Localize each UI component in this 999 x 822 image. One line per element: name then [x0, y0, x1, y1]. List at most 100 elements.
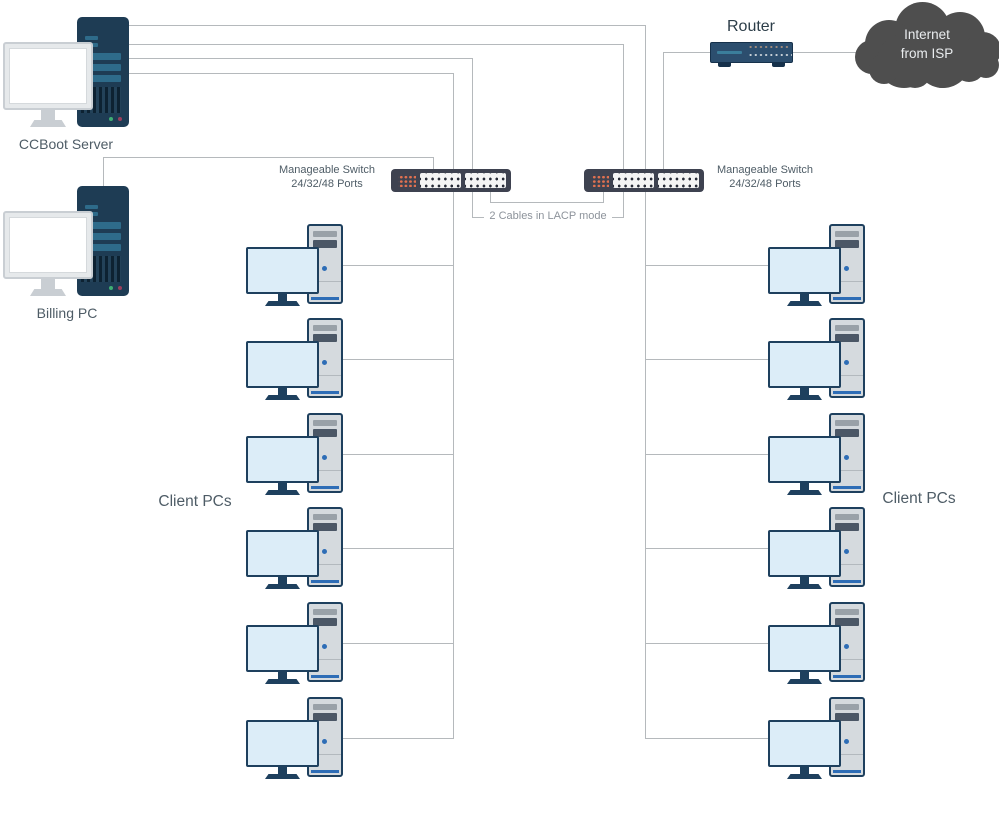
pc-monitor — [768, 720, 841, 767]
pc-stand-neck — [800, 577, 809, 584]
pc-stand-base — [265, 584, 300, 589]
pc-drive-bay — [835, 713, 859, 721]
pc-bottom-strip — [833, 770, 861, 773]
pc-monitor — [246, 436, 319, 483]
server-monitor — [3, 42, 93, 110]
pc-power-led — [844, 266, 849, 271]
pc-monitor — [246, 530, 319, 577]
billing-pc-label: Billing PC — [36, 305, 98, 321]
manageable-switch-right — [584, 169, 704, 192]
pc-panel-line — [831, 754, 863, 755]
client-pc-left — [246, 602, 366, 686]
ccboot-server — [3, 17, 133, 132]
client-drop-cable — [645, 454, 769, 455]
pc-drive-bay — [835, 325, 859, 331]
pc-drive-bay — [835, 514, 859, 520]
billing-cable — [433, 157, 434, 171]
pc-drive-bay — [835, 609, 859, 615]
router-switch-cable — [663, 52, 710, 53]
server-drive-bay — [85, 53, 121, 60]
client-pc-left — [246, 697, 366, 781]
pc-stand-base — [265, 301, 300, 306]
switch-port-bank — [658, 173, 699, 188]
pc-panel-line — [309, 375, 341, 376]
server-uplink-4 — [129, 73, 453, 74]
pc-panel-line — [309, 564, 341, 565]
router-foot — [718, 62, 731, 67]
server-stand-neck — [41, 279, 55, 289]
pc-stand-neck — [800, 672, 809, 679]
pc-panel-line — [309, 659, 341, 660]
pc-drive-bay — [835, 429, 859, 437]
lacp-cable-1 — [490, 192, 491, 203]
pc-stand-base — [787, 301, 822, 306]
client-pc-right — [768, 413, 888, 497]
server-uplink-2 — [623, 44, 624, 217]
right-trunk-line — [645, 25, 646, 738]
server-led-red — [118, 117, 122, 121]
pc-drive-bay — [313, 325, 337, 331]
pc-panel-line — [831, 564, 863, 565]
pc-drive-bay — [313, 609, 337, 615]
cloud-puff — [899, 56, 931, 88]
switch-label-line2: 24/32/48 Ports — [729, 177, 801, 190]
pc-bottom-strip — [311, 580, 339, 583]
pc-drive-bay — [835, 420, 859, 426]
ccboot-server-label: CCBoot Server — [18, 136, 114, 152]
client-pcs-right-label: Client PCs — [882, 490, 956, 507]
pc-bottom-strip — [833, 297, 861, 300]
pc-stand-neck — [800, 483, 809, 490]
client-pc-left — [246, 413, 366, 497]
pc-bottom-strip — [311, 770, 339, 773]
pc-drive-bay — [313, 523, 337, 531]
client-drop-cable — [343, 359, 454, 360]
lacp-cable-1 — [603, 192, 604, 203]
pc-stand-neck — [278, 294, 287, 301]
left-trunk-line — [453, 73, 454, 738]
pc-power-led — [844, 549, 849, 554]
client-drop-cable — [645, 643, 769, 644]
billing-cable — [103, 157, 433, 158]
pc-bottom-strip — [311, 297, 339, 300]
server-vent-dash — [85, 36, 98, 40]
switch-port-bank — [613, 173, 654, 188]
server-drive-bay — [85, 75, 121, 82]
pc-monitor — [246, 341, 319, 388]
pc-power-led — [322, 455, 327, 460]
server-monitor — [3, 211, 93, 279]
server-uplink-1 — [129, 25, 645, 26]
server-drive-bay — [85, 64, 121, 71]
pc-stand-neck — [278, 767, 287, 774]
pc-drive-bay — [313, 420, 337, 426]
pc-bottom-strip — [833, 580, 861, 583]
pc-stand-base — [265, 490, 300, 495]
server-led-green — [109, 117, 113, 121]
pc-power-led — [322, 266, 327, 271]
client-pc-left — [246, 318, 366, 402]
pc-bottom-strip — [833, 486, 861, 489]
pc-drive-bay — [835, 240, 859, 248]
client-pcs-left-label: Client PCs — [158, 493, 232, 510]
pc-panel-line — [309, 281, 341, 282]
client-pc-left — [246, 224, 366, 308]
pc-panel-line — [831, 281, 863, 282]
pc-drive-bay — [313, 713, 337, 721]
billing-pc — [3, 186, 133, 301]
client-drop-cable — [343, 643, 454, 644]
pc-drive-bay — [835, 618, 859, 626]
pc-drive-bay — [835, 334, 859, 342]
pc-stand-base — [787, 490, 822, 495]
pc-drive-bay — [313, 704, 337, 710]
pc-power-led — [322, 549, 327, 554]
client-drop-cable — [343, 738, 454, 739]
server-drive-bay — [85, 244, 121, 251]
pc-panel-line — [309, 754, 341, 755]
router-label: Router — [726, 18, 776, 35]
pc-power-led — [844, 644, 849, 649]
pc-stand-base — [265, 679, 300, 684]
client-drop-cable — [645, 265, 769, 266]
pc-drive-bay — [313, 231, 337, 237]
pc-power-led — [844, 739, 849, 744]
pc-bottom-strip — [833, 391, 861, 394]
